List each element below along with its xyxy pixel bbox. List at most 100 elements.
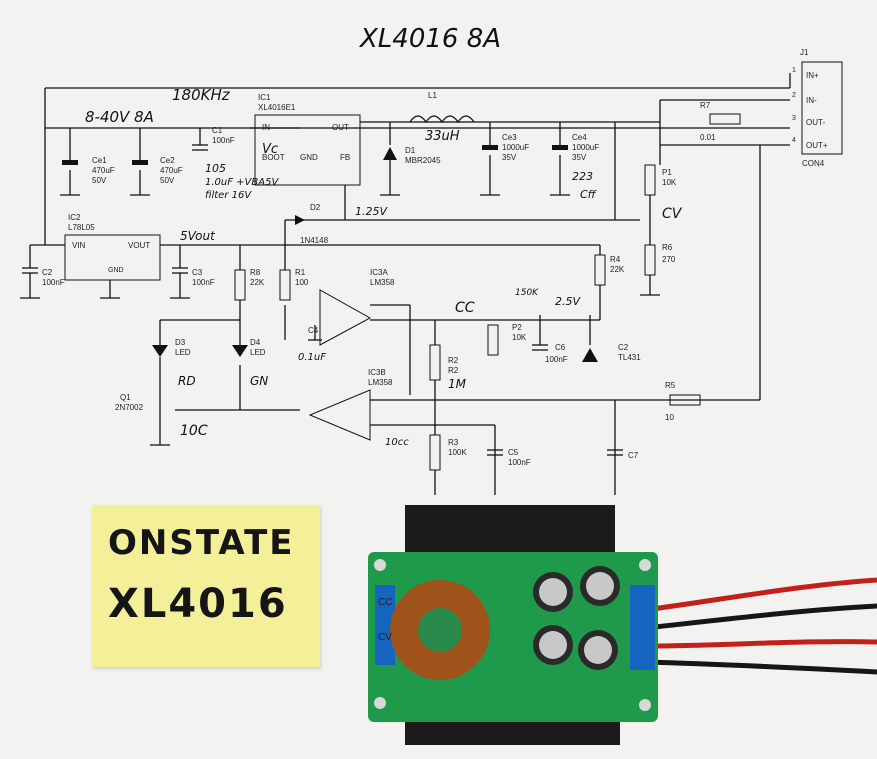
p2-note: 150K xyxy=(515,288,539,298)
sticky-line2: XL4016 xyxy=(108,581,288,627)
sticky-line1: ONSTATE xyxy=(108,523,295,563)
r5-symbol xyxy=(669,394,701,406)
ic1-pin-boot: BOOT xyxy=(262,153,285,162)
r6-ref: R6 xyxy=(662,243,673,252)
c5-val: 100nF xyxy=(508,458,531,467)
board-cc-label: CC xyxy=(378,597,392,608)
ic3a-part: LM358 xyxy=(370,278,395,287)
j1-pin-out-minus: OUT- xyxy=(806,118,825,127)
ce4-ref: Ce4 xyxy=(572,133,587,142)
board-cv-label: CV xyxy=(378,632,392,643)
ce2-volt: 50V xyxy=(160,176,175,185)
r6-val: 270 xyxy=(662,255,676,264)
module-board: CC CV xyxy=(368,505,877,745)
j1-num-2: 2 xyxy=(792,92,796,99)
ic1-vc: Vc xyxy=(262,142,278,157)
j1-ref: J1 xyxy=(800,48,809,57)
ic2-part: L78L05 xyxy=(68,223,95,232)
ic3a-ref: IC3A xyxy=(370,268,388,277)
d2-ref: D2 xyxy=(310,203,321,212)
r2-symbol xyxy=(429,344,441,381)
r5-ref: R5 xyxy=(665,381,676,390)
r3-symbol xyxy=(429,434,441,471)
ic2-vout-note: 5Vout xyxy=(180,229,216,243)
tl431-part: TL431 xyxy=(618,353,641,362)
ic1: IC1 XL4016E1 IN OUT BOOT GND FB Vc 105 1… xyxy=(205,93,361,201)
ic2-pin-vin: VIN xyxy=(72,241,86,250)
ce1-volt: 50V xyxy=(92,176,107,185)
j1-pin-in-plus: IN+ xyxy=(806,71,819,80)
ic1-ref: IC1 xyxy=(258,93,271,102)
c4-ref: C4 xyxy=(308,326,319,335)
c3-ref: C3 xyxy=(192,268,203,277)
ce3-val: 1000uF xyxy=(502,143,529,152)
ic1-part: XL4016E1 xyxy=(258,103,296,112)
c7-ref: C7 xyxy=(628,451,639,460)
ce3-volt: 35V xyxy=(502,153,517,162)
d4-type: LED xyxy=(250,348,266,357)
j1-pin-out-plus: OUT+ xyxy=(806,141,828,150)
title: XL4016 8A xyxy=(358,24,501,54)
d3-symbol xyxy=(152,345,168,357)
r2-ref-2: R2 xyxy=(448,366,459,375)
ce2-val: 470uF xyxy=(160,166,183,175)
c5-ref: C5 xyxy=(508,448,519,457)
sticky-note: ONSTATE XL4016 xyxy=(92,505,320,667)
d2-val: 1N4148 xyxy=(300,236,329,245)
r7-ref: R7 xyxy=(700,101,711,110)
ic3a-symbol xyxy=(319,289,372,346)
r3-ref: R3 xyxy=(448,438,459,447)
ic1-pin-in: IN xyxy=(262,123,270,132)
ic1-note3: filter 16V xyxy=(205,190,252,201)
ic2: IC2 L78L05 VIN VOUT GND 5Vout xyxy=(64,213,216,299)
r3-val: 100K xyxy=(448,448,467,457)
ce4-val: 1000uF xyxy=(572,143,599,152)
p2-val: 10K xyxy=(512,333,527,342)
input-caps: Ce1 470uF 50V Ce2 470uF 50V C1 100nF C2 … xyxy=(20,126,235,299)
d2-symbol xyxy=(295,215,305,225)
c2-val: 100nF xyxy=(42,278,65,287)
note-10cc: 10cc xyxy=(385,437,409,448)
j1-name: CON4 xyxy=(802,159,825,168)
p1-ref: P1 xyxy=(662,168,672,177)
d3-ref: D3 xyxy=(175,338,186,347)
q1-note: 10C xyxy=(180,423,208,439)
r5-val: 10 xyxy=(665,413,674,422)
r4-ref: R4 xyxy=(610,255,621,264)
ic2-pin-gnd: GND xyxy=(108,267,124,274)
v125-note: 1.25V xyxy=(355,205,388,218)
q1-ref: Q1 xyxy=(120,393,131,402)
ic1-pin-gnd: GND xyxy=(300,153,318,162)
ic1-note1: 105 xyxy=(205,162,226,175)
ce4-volt: 35V xyxy=(572,153,587,162)
ic1-pin-fb: FB xyxy=(340,153,350,162)
ce1-ref: Ce1 xyxy=(92,156,107,165)
r2-val: 1M xyxy=(448,377,467,391)
ic2-pin-vout: VOUT xyxy=(128,241,150,250)
j1-num-1: 1 xyxy=(792,67,796,74)
freq-label: 180KHz xyxy=(172,86,231,104)
j1-num-4: 4 xyxy=(792,137,796,144)
c3-val: 100nF xyxy=(192,278,215,287)
wires xyxy=(30,73,791,495)
c6-ref: C6 xyxy=(555,343,566,352)
r7-val: 0.01 xyxy=(700,133,716,142)
p1-val: 10K xyxy=(662,178,677,187)
l1-val: 33uH xyxy=(425,129,460,144)
p2-ref: P2 xyxy=(512,323,522,332)
ic1-note2: 1.0uF +VBA5V xyxy=(205,177,279,188)
d3-color: RD xyxy=(178,374,196,388)
d3-type: LED xyxy=(175,348,191,357)
tl431-symbol xyxy=(582,348,598,362)
r1-symbol xyxy=(279,269,291,301)
ce2-ref: Ce2 xyxy=(160,156,175,165)
l1-ref: L1 xyxy=(428,91,437,100)
ce1-val: 470uF xyxy=(92,166,115,175)
d4-ref: D4 xyxy=(250,338,261,347)
r1-val: 100 xyxy=(295,278,309,287)
ic3b-part: LM358 xyxy=(368,378,393,387)
cap-note-223: 223 xyxy=(572,170,593,183)
p2-symbol xyxy=(487,324,499,356)
ic3b-symbol xyxy=(308,389,371,441)
c4-val: 0.1uF xyxy=(298,352,326,363)
